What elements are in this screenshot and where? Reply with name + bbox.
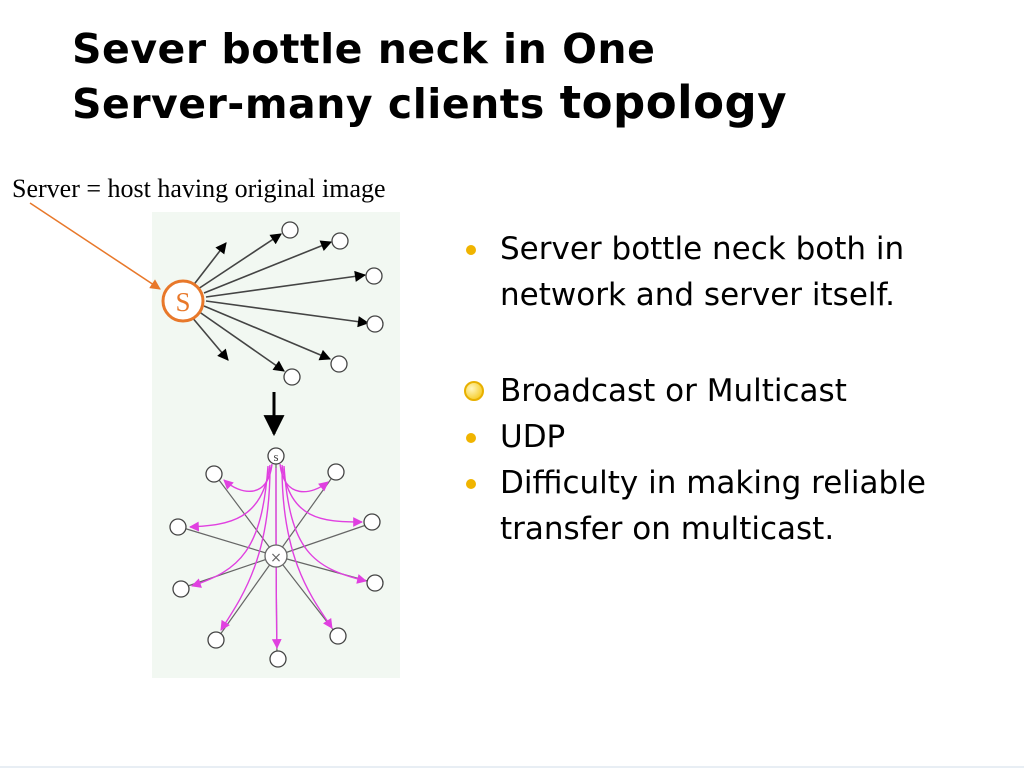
title-line-2: Server-many clients topology [72,76,972,131]
bullet-item: Difficulty in making reliable transfer o… [462,460,1002,552]
multicast-source-label: s [273,449,278,464]
bullet-text: Broadcast or Multicast [500,373,847,409]
client-node [327,463,345,481]
slide-bottom-rule [0,766,1024,768]
client-node [365,267,383,285]
bullet-item: Server bottle neck both in network and s… [462,226,1002,318]
client-node [366,315,384,333]
multicast-topology: s × [169,447,384,668]
bullet-list: Server bottle neck both in network and s… [462,226,1002,552]
router-node [264,544,288,568]
client-node [366,574,384,592]
client-node [207,631,225,649]
client-node [205,465,223,483]
client-node [281,221,299,239]
client-node [269,650,287,668]
client-node [330,355,348,373]
slide-title: Sever bottle neck in One Server-many cli… [72,22,972,131]
annotation-pointer-arrow [29,202,161,290]
client-node [329,627,347,645]
bullet-text: UDP [500,419,566,455]
client-node [331,232,349,250]
client-node [169,518,187,536]
title-line-2-part-a: Server-many clients [72,80,560,128]
client-node [172,580,190,598]
server-node [161,279,205,323]
server-annotation: Server = host having original image [12,174,386,203]
bullet-text: Server bottle neck both in network and s… [500,231,905,313]
client-node [283,368,301,386]
multicast-source-node [267,447,285,465]
bullet-text: Difficulty in making reliable transfer o… [500,465,926,547]
client-node [363,513,381,531]
title-line-1: Sever bottle neck in One [72,25,656,73]
title-line-2-part-b: topology [559,76,788,129]
router-node-label: × [270,550,282,566]
server-node-label: S [175,287,190,317]
bullet-spacer [462,318,1002,368]
bullet-item: UDP [462,414,1002,460]
unicast-topology: S [161,221,384,386]
bullet-item: Broadcast or Multicast [462,368,1002,414]
